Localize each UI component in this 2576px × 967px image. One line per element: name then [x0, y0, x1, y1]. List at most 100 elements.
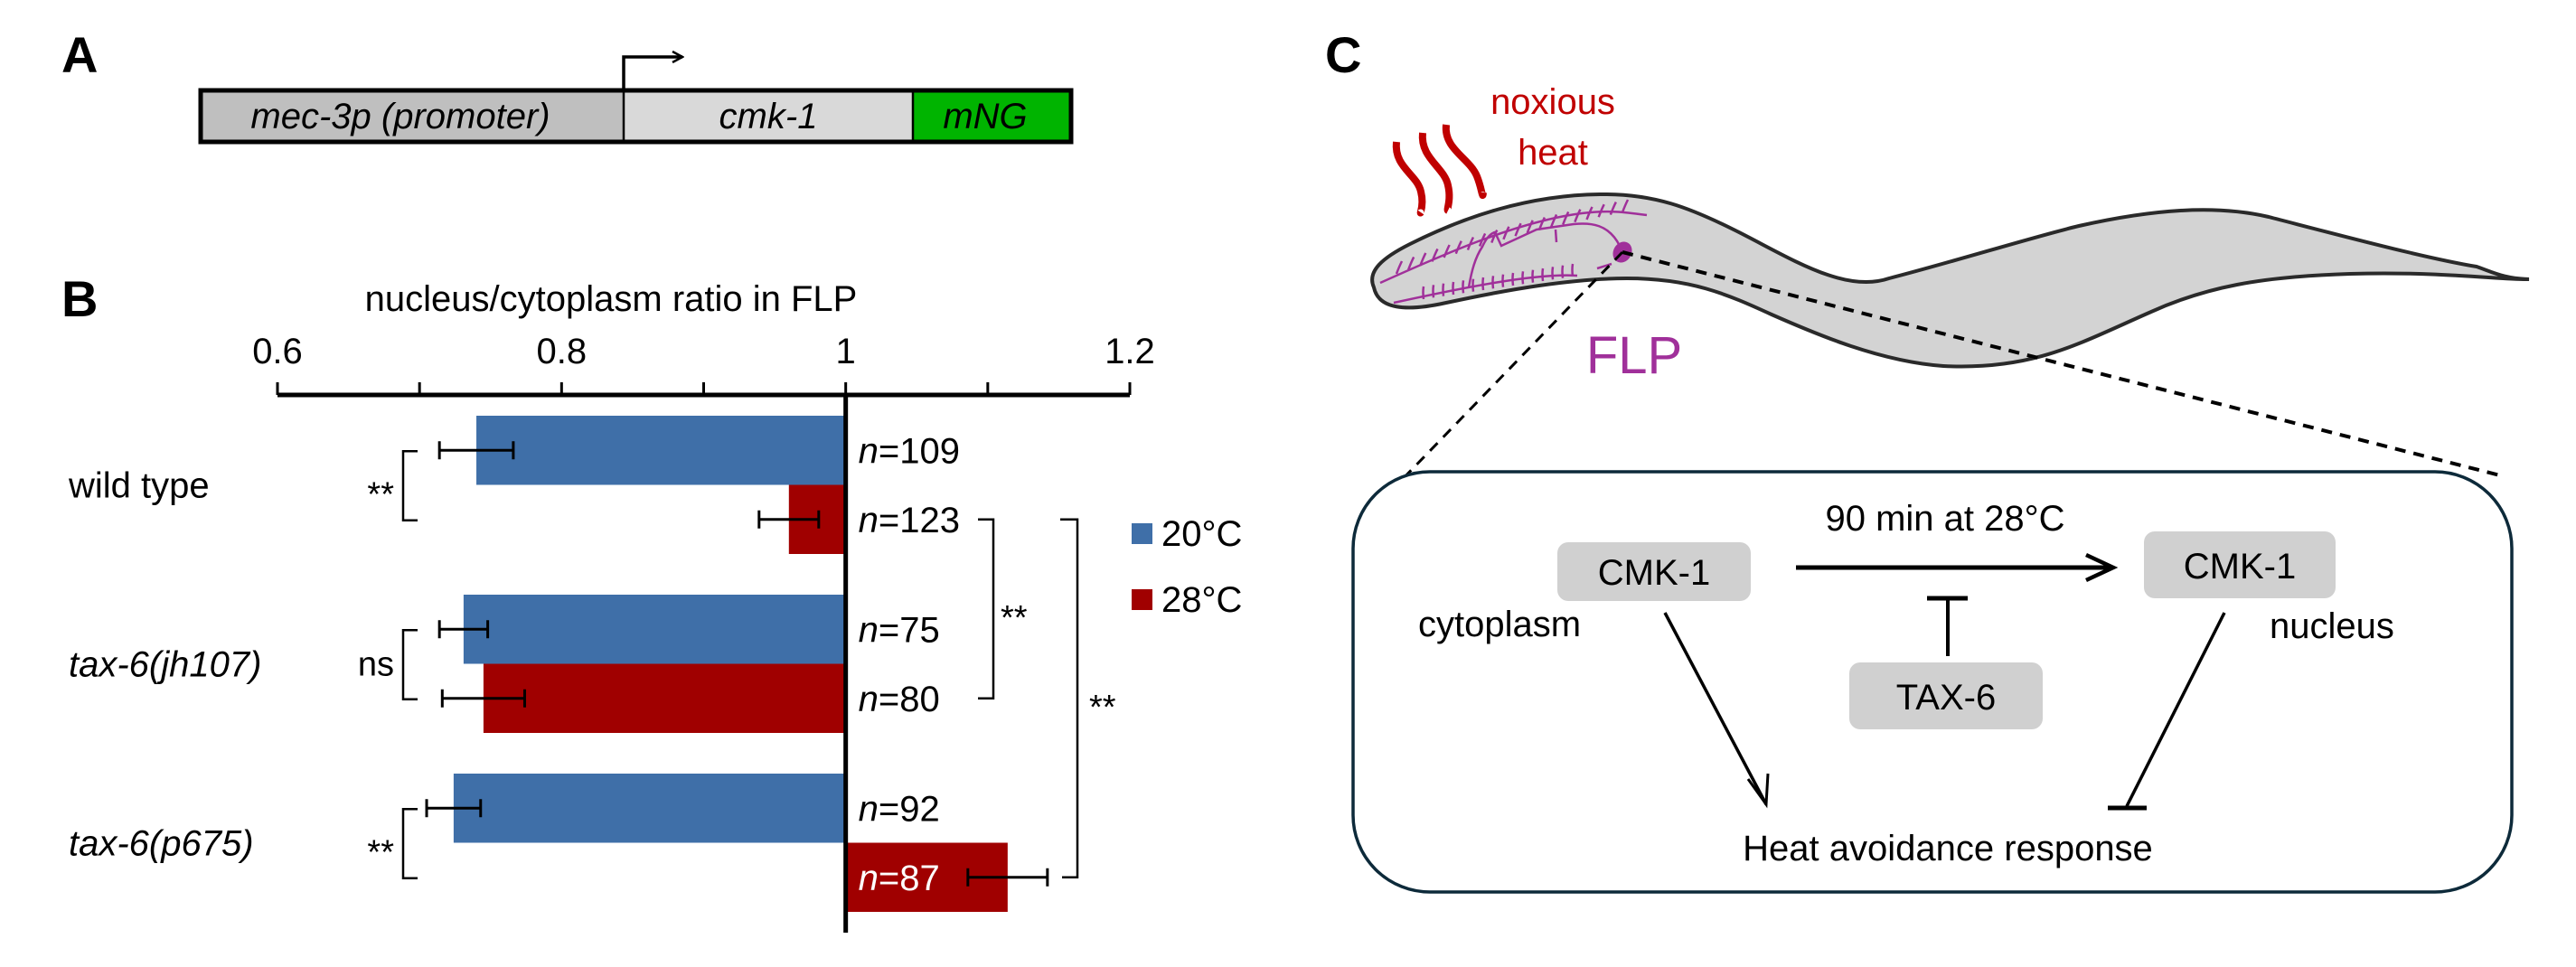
compartment-label-nucleus: nucleus [2270, 606, 2394, 646]
chart-title: nucleus/cytoplasm ratio in FLP [365, 279, 858, 319]
category-label: tax-6(jh107) [69, 645, 261, 685]
sample-size-label: n=92 [859, 789, 940, 829]
panel-c: C noxious heat FLP CMK-1 [1325, 26, 2530, 894]
bars: n=109 n=123 n=75 n=80 n=92 n=87 [425, 395, 1049, 933]
heat-waves-icon [1392, 124, 1487, 217]
dendrite-branch [1521, 271, 1525, 285]
panel-letter-b: B [61, 270, 98, 327]
node-tax6-label: TAX-6 [1896, 678, 1996, 718]
dendrite-branch [1454, 240, 1462, 255]
dendrite-branch [1609, 202, 1617, 216]
dendrite-branch [1442, 283, 1445, 296]
sample-size-label: n=80 [859, 680, 940, 719]
sample-size-label: n=75 [859, 610, 940, 650]
significance-label: ** [1089, 689, 1116, 727]
dendrite-branch [1502, 226, 1510, 240]
node-cmk1-cytoplasm-label: CMK-1 [1598, 553, 1710, 593]
dendrite-branch [1491, 276, 1495, 289]
dendrite-branch [1549, 213, 1558, 228]
sample-size-label: n=123 [859, 501, 960, 540]
node-cmk1-cytoplasm [1557, 542, 1751, 601]
legend-label: 28°C [1161, 580, 1242, 620]
bar [463, 595, 846, 664]
sample-size-label: n=109 [859, 431, 960, 471]
stimulus-label-line2: heat [1518, 133, 1588, 173]
dendrite-branch [1481, 277, 1485, 291]
dendrite-branch [1537, 216, 1547, 230]
significance-label: ** [367, 834, 394, 872]
dendrite-branch [1490, 229, 1499, 243]
dendrite-branch [1478, 232, 1487, 247]
sample-size-label: n=87 [859, 859, 940, 898]
translocation-condition: 90 min at 28°C [1825, 499, 2064, 539]
dendrite-branch [1452, 281, 1455, 296]
dendrite-branch [1462, 280, 1465, 294]
transcription-start-arrow-icon [622, 57, 682, 90]
between-group-bracket [978, 518, 995, 699]
dendrite-branch [1571, 263, 1575, 277]
dendrite-branch [1511, 272, 1515, 286]
dendrite-branch [1406, 256, 1415, 270]
node-cmk1-nucleus-label: CMK-1 [2184, 547, 2296, 587]
dendrite-branch [1562, 211, 1570, 225]
x-tick-label: 1 [836, 332, 856, 371]
legend-swatch [1132, 523, 1152, 544]
bar [483, 663, 846, 733]
dendrite-branch [1466, 236, 1475, 250]
arrowhead-icon [2085, 552, 2119, 583]
construct-label-cmk1: cmk-1 [719, 97, 818, 136]
dendrite-branch [1561, 265, 1565, 278]
panel-letter-c: C [1325, 26, 1361, 83]
dendrite-branch [1621, 199, 1630, 213]
between-group-bracket [1060, 518, 1079, 878]
nucleus-inhibits-line [2125, 612, 2226, 807]
legend-swatch [1132, 589, 1152, 610]
significance-label: ** [1001, 599, 1028, 637]
x-tick-label: 1.2 [1105, 332, 1155, 371]
node-tax6 [1849, 662, 2043, 729]
legend: 20°C 28°C [1132, 514, 1242, 620]
dendrite-branch [1585, 206, 1594, 221]
construct-segment-promoter [201, 90, 624, 142]
category-label: tax-6(p675) [69, 824, 254, 864]
construct-segment-mng [913, 90, 1071, 142]
dendrite-branch [1395, 260, 1404, 275]
significance-label: ns [358, 646, 394, 684]
within-group-bracket [401, 808, 418, 879]
dendrite-branch [1531, 269, 1535, 283]
construct-diagram: mec-3p (promoter) cmk-1 mNG [198, 57, 1074, 145]
compartment-label-cytoplasm: cytoplasm [1418, 605, 1581, 644]
significance-label: ** [367, 476, 394, 514]
bar [476, 416, 846, 485]
arrowhead-icon [1746, 773, 1770, 809]
within-group-bracket [401, 629, 418, 700]
dendrite-branch [1574, 209, 1582, 223]
cytoplasm-promotes-line [1663, 612, 1768, 805]
bar [453, 774, 846, 843]
significance-brackets: ** ns ** ** ** [358, 450, 1116, 879]
worm-body [1370, 192, 2530, 369]
construct-label-promoter: mec-3p (promoter) [250, 97, 550, 136]
dendrite-branch [1431, 248, 1439, 262]
panel-letter-a: A [61, 26, 98, 83]
stimulus-label-line1: noxious [1490, 82, 1615, 122]
panel-a: A mec-3p (promoter) cmk-1 mNG [61, 26, 1074, 145]
construct-segment-cmk1 [624, 90, 913, 142]
construct-label-mng: mNG [943, 97, 1027, 136]
dendrite-branch [1501, 274, 1505, 287]
neuron-label-flp: FLP [1586, 326, 1682, 385]
dendrite-branch [1597, 203, 1605, 218]
legend-label: 20°C [1161, 514, 1242, 554]
callout-line-left [1397, 250, 1624, 484]
dendrite-branch [1526, 220, 1534, 234]
within-group-bracket [401, 450, 418, 521]
x-tick-label: 0.8 [537, 332, 588, 371]
dendrite-branch [1443, 244, 1451, 258]
output-label: Heat avoidance response [1743, 829, 2153, 868]
dendrite-branch [1551, 267, 1555, 280]
node-cmk1-nucleus [2144, 531, 2336, 598]
